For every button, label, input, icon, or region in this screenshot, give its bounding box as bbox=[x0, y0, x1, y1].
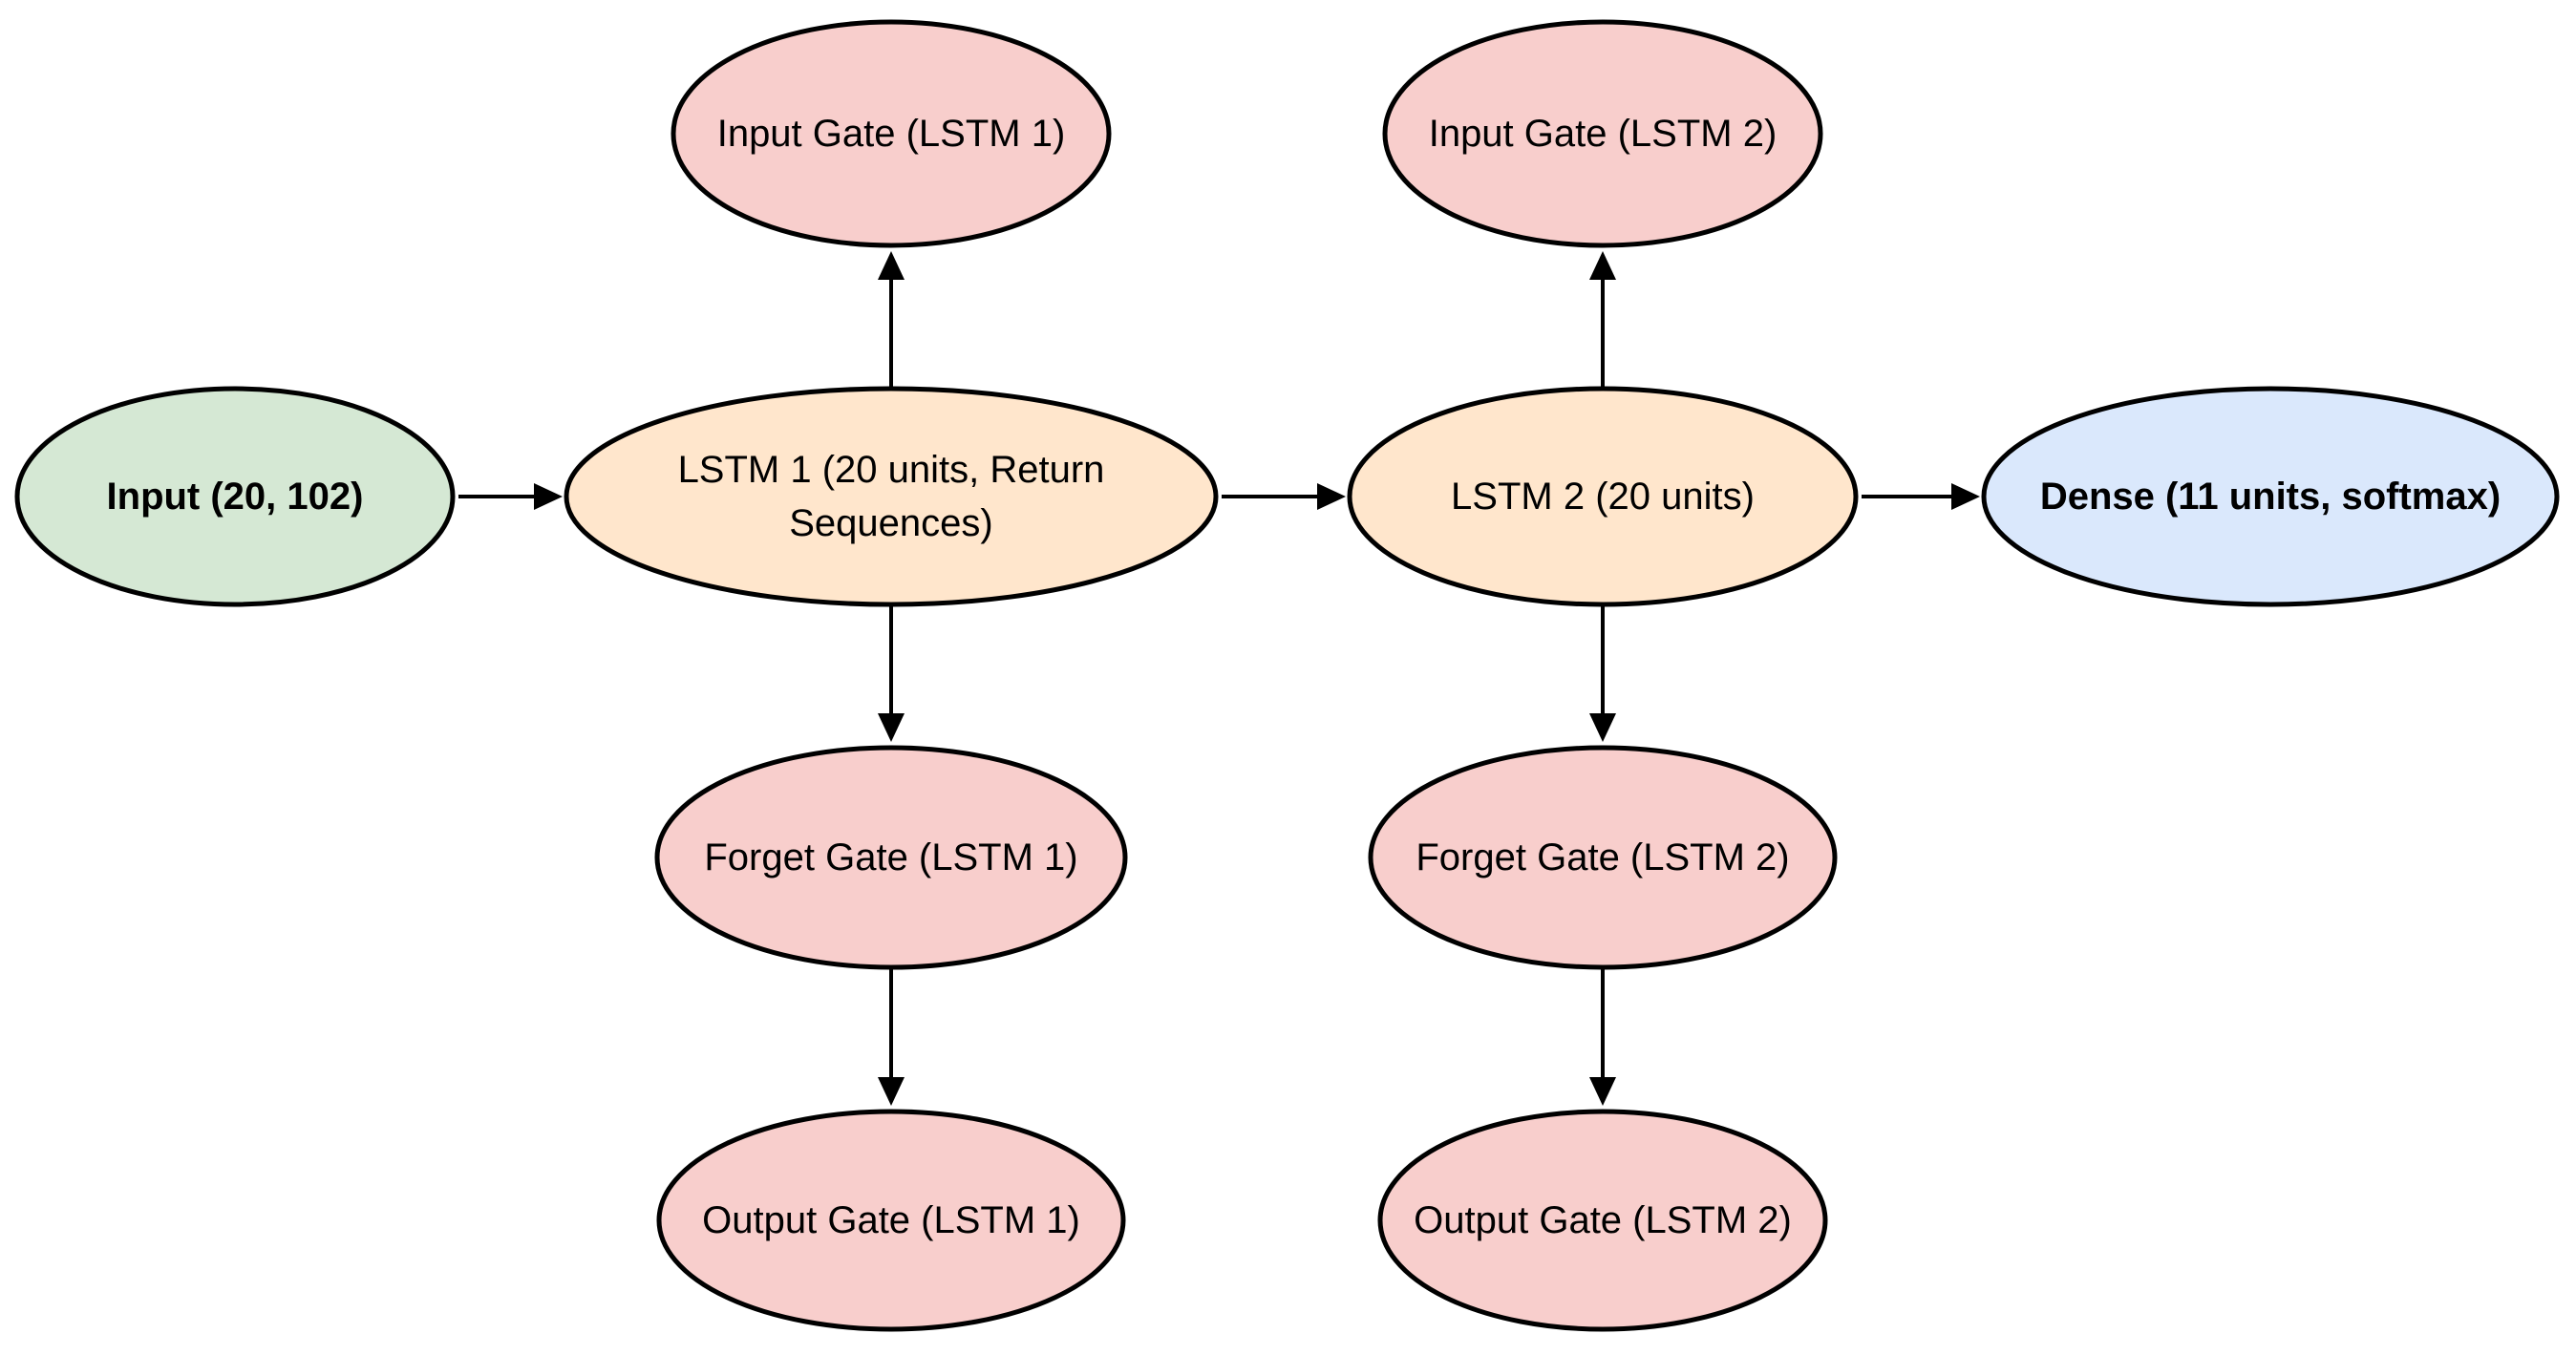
node-input-gate-2-shape bbox=[1382, 19, 1823, 248]
node-forget-gate-1-label: Forget Gate (LSTM 1) bbox=[704, 836, 1077, 879]
edge-lstm1-to-input-gate-1-arrowhead bbox=[878, 251, 905, 280]
node-output-gate-2: Output Gate (LSTM 2) bbox=[1377, 1109, 1828, 1332]
edge-forget-gate-2-to-output-gate-2-arrowhead bbox=[1589, 1077, 1616, 1106]
node-input-gate-2-label: Input Gate (LSTM 2) bbox=[1429, 113, 1778, 155]
node-lstm2: LSTM 2 (20 units) bbox=[1347, 386, 1859, 607]
node-forget-gate-1-shape bbox=[654, 745, 1128, 970]
node-input-gate-1: Input Gate (LSTM 1) bbox=[671, 19, 1112, 248]
node-forget-gate-2-shape bbox=[1368, 745, 1838, 970]
node-forget-gate-2: Forget Gate (LSTM 2) bbox=[1368, 745, 1838, 970]
node-output-gate-1: Output Gate (LSTM 1) bbox=[656, 1109, 1126, 1332]
node-output-gate-2-shape bbox=[1377, 1109, 1828, 1332]
edge-lstm2-to-forget-gate-2-arrowhead bbox=[1589, 713, 1616, 742]
node-lstm1-label: LSTM 1 (20 units, Return bbox=[678, 449, 1105, 491]
node-lstm2-label: LSTM 2 (20 units) bbox=[1451, 476, 1755, 518]
nodes-layer: Input (20, 102) LSTM 1 (20 units, ReturnS… bbox=[14, 19, 2560, 1332]
node-output-gate-1-shape bbox=[656, 1109, 1126, 1332]
node-forget-gate-1: Forget Gate (LSTM 1) bbox=[654, 745, 1128, 970]
node-forget-gate-2-label: Forget Gate (LSTM 2) bbox=[1416, 836, 1789, 879]
edge-lstm2-to-dense-arrowhead bbox=[1951, 483, 1980, 510]
node-lstm1-label: Sequences) bbox=[789, 502, 992, 544]
node-output-gate-1-label: Output Gate (LSTM 1) bbox=[702, 1199, 1080, 1241]
edge-forget-gate-1-to-output-gate-1-arrowhead bbox=[878, 1077, 905, 1106]
edge-lstm2-to-input-gate-2-arrowhead bbox=[1589, 251, 1616, 280]
node-dense-label: Dense (11 units, softmax) bbox=[2040, 476, 2501, 518]
edge-lstm1-to-forget-gate-1-arrowhead bbox=[878, 713, 905, 742]
node-input-gate-1-shape bbox=[671, 19, 1112, 248]
node-input: Input (20, 102) bbox=[14, 386, 456, 607]
node-input-gate-1-label: Input Gate (LSTM 1) bbox=[717, 113, 1066, 155]
node-input-gate-2: Input Gate (LSTM 2) bbox=[1382, 19, 1823, 248]
node-lstm1-shape bbox=[564, 386, 1219, 607]
edge-lstm1-to-lstm2-arrowhead bbox=[1317, 483, 1346, 510]
node-dense: Dense (11 units, softmax) bbox=[1981, 386, 2560, 607]
edges-layer bbox=[458, 251, 1980, 1106]
node-lstm2-shape bbox=[1347, 386, 1859, 607]
node-input-label: Input (20, 102) bbox=[107, 476, 364, 518]
node-dense-shape bbox=[1981, 386, 2560, 607]
node-output-gate-2-label: Output Gate (LSTM 2) bbox=[1414, 1199, 1792, 1241]
node-input-shape bbox=[14, 386, 456, 607]
edge-input-to-lstm1-arrowhead bbox=[534, 483, 563, 510]
